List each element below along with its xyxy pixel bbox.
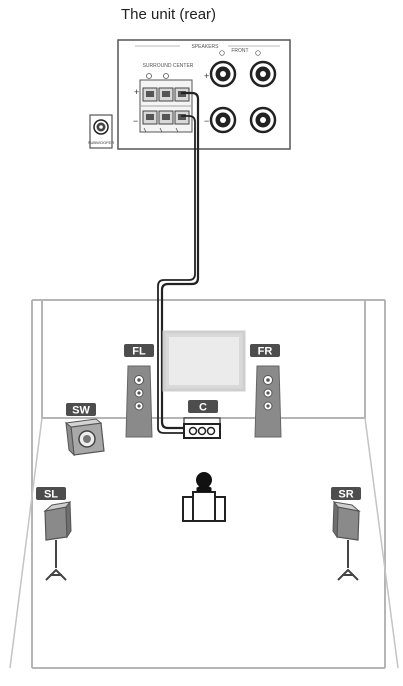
front-right-speaker-icon — [254, 365, 282, 438]
front-left-minus-post — [209, 106, 237, 134]
center-indicator-icon — [163, 73, 169, 79]
badge-fr: FR — [250, 344, 280, 358]
room-floor-edge-right — [364, 417, 399, 669]
surround-right-speaker-icon — [332, 500, 361, 581]
terminal-clips — [143, 127, 179, 133]
surround-indicator-icon — [146, 73, 152, 79]
center-speaker-icon — [183, 417, 221, 439]
sr-label: SR — [338, 489, 353, 501]
subwoofer-pre-out-jack: SUBWOOFER — [88, 114, 114, 149]
terminal-slot — [162, 114, 170, 120]
terminal-slot — [146, 114, 154, 120]
front-right-plus-post — [249, 60, 277, 88]
subwoofer-icon — [64, 418, 105, 457]
unit-rear-panel: SPEAKERS SURROUND CENTER + − — [117, 39, 291, 150]
badge-fl: FL — [124, 344, 154, 358]
listening-room — [9, 299, 399, 669]
center-speaker-cable-return — [157, 115, 196, 434]
terminal-slot — [146, 91, 154, 97]
fr-label: FR — [258, 346, 273, 358]
c-label: C — [199, 402, 207, 414]
terminal-minus-sign: − — [133, 116, 138, 126]
speakers-label: SPEAKERS — [192, 44, 220, 50]
center-speaker-cable — [160, 91, 200, 430]
badge-c: C — [188, 400, 218, 414]
fl-label: FL — [132, 346, 146, 358]
front-right-minus-post — [249, 106, 277, 134]
terminal-plus-sign: + — [134, 87, 139, 97]
subwoofer-jack-label: SUBWOOFER — [88, 140, 114, 145]
room-outer-wall — [31, 300, 386, 669]
front-left-plus-post — [209, 60, 237, 88]
terminal-slot — [178, 114, 186, 120]
front-terminal-label: FRONT — [231, 48, 248, 54]
surround-left-speaker-icon — [43, 500, 72, 581]
front-right-indicator-icon — [255, 50, 261, 56]
badge-sl: SL — [36, 487, 66, 501]
terminal-slot — [162, 91, 170, 97]
room-floor-edge-left — [9, 417, 43, 669]
tv-screen — [162, 330, 246, 392]
diagram-title: The unit (rear) — [121, 6, 217, 23]
badge-sw: SW — [66, 403, 96, 417]
sw-label: SW — [72, 405, 90, 417]
front-plus-sign: + — [204, 71, 209, 81]
badge-sr: SR — [331, 487, 361, 501]
listener-icon — [182, 472, 226, 522]
front-left-indicator-icon — [219, 50, 225, 56]
sl-label: SL — [44, 489, 58, 501]
front-minus-sign: − — [204, 116, 209, 126]
front-left-speaker-icon — [125, 365, 153, 438]
terminal-group-label: SURROUND CENTER — [143, 63, 194, 69]
